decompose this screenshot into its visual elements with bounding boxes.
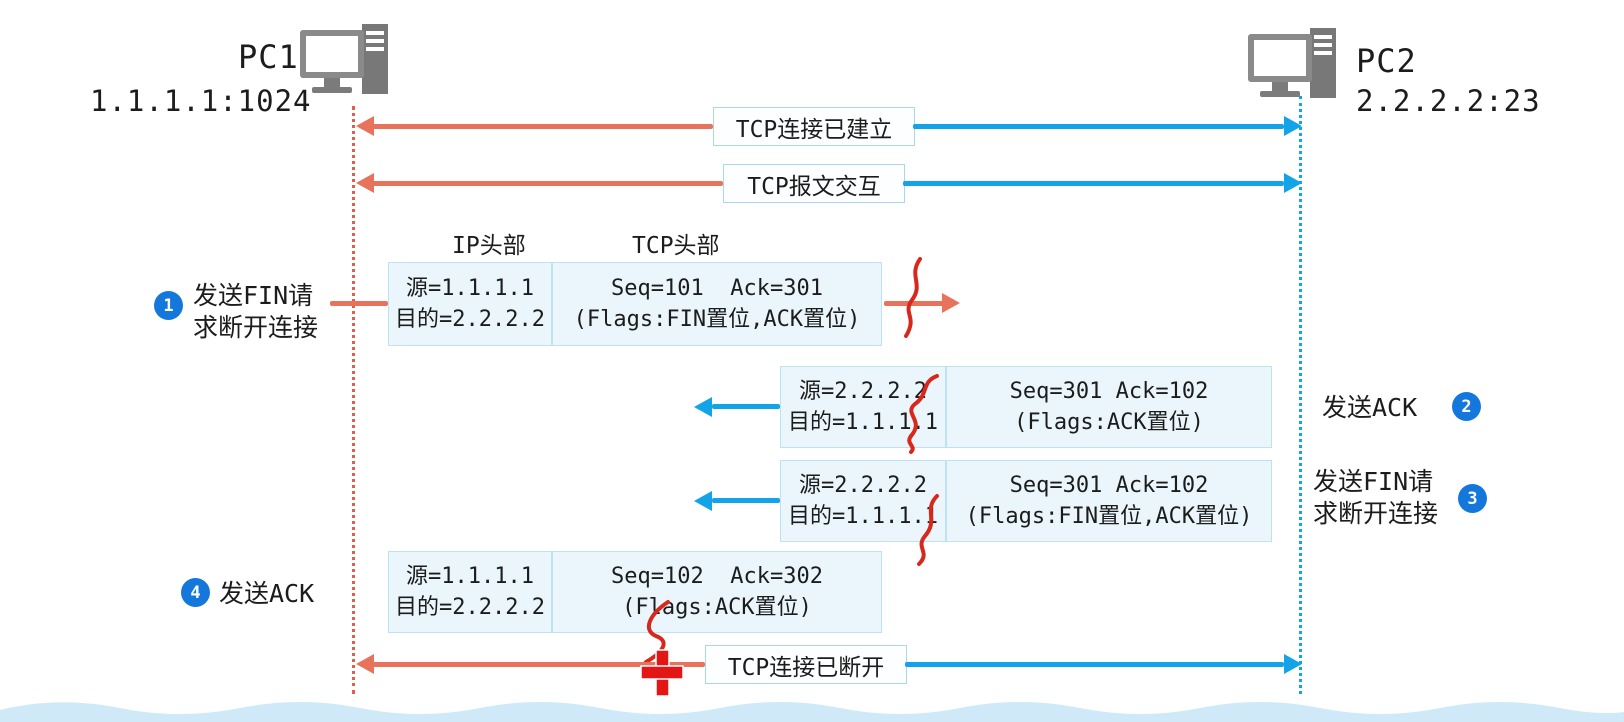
message3-arrowhead bbox=[694, 491, 712, 511]
message3-seq-ack: Seq=301 Ack=102 bbox=[1009, 473, 1209, 498]
established-line-left bbox=[372, 124, 713, 129]
message2-seq-ack: Seq=301 Ack=102 bbox=[1009, 379, 1209, 404]
message1-arrow-line bbox=[884, 301, 944, 306]
closed-label-box: TCP连接已断开 bbox=[705, 645, 907, 684]
pc1-address: 1.1.1.1:1024 bbox=[90, 84, 312, 118]
message1-arrowhead bbox=[942, 293, 960, 313]
bottom-wave-decoration bbox=[0, 702, 1624, 722]
message1-caption-line2: 求断开连接 bbox=[193, 313, 319, 342]
handwritten-check-mark-3 bbox=[917, 494, 939, 566]
message3-flags: (Flags:FIN置位,ACK置位) bbox=[965, 504, 1253, 529]
pc2-address: 2.2.2.2:23 bbox=[1356, 84, 1541, 118]
pc1-name: PC1 bbox=[238, 38, 299, 76]
exchange-arrowhead-left bbox=[356, 173, 374, 193]
closed-arrowhead-right bbox=[1284, 654, 1302, 674]
message1-src: 源=1.1.1.1 bbox=[406, 276, 534, 301]
message1-tail-line bbox=[330, 301, 388, 306]
message2-arrowhead bbox=[694, 397, 712, 417]
message4-src: 源=1.1.1.1 bbox=[406, 564, 534, 589]
established-line-right bbox=[913, 124, 1284, 129]
established-label: TCP连接已建立 bbox=[735, 116, 893, 143]
closed-line-left bbox=[372, 662, 705, 667]
exchange-label-box: TCP报文交互 bbox=[723, 164, 905, 203]
pc2-lifeline bbox=[1299, 96, 1302, 694]
exchange-label: TCP报文交互 bbox=[747, 173, 881, 200]
message3-caption: 发送FIN请 求断开连接 bbox=[1313, 466, 1438, 530]
message1-dst: 目的=2.2.2.2 bbox=[395, 307, 545, 332]
exchange-line-right bbox=[903, 181, 1284, 186]
message4-dst: 目的=2.2.2.2 bbox=[395, 595, 545, 620]
step-badge-2: 2 bbox=[1452, 392, 1481, 421]
handwritten-check-mark-1 bbox=[904, 257, 922, 338]
message3-arrow-line bbox=[712, 498, 780, 503]
exchange-arrowhead-right bbox=[1284, 173, 1302, 193]
message1-caption-line1: 发送FIN请 bbox=[193, 281, 314, 310]
step-badge-4: 4 bbox=[181, 578, 210, 607]
message2-tcp-header-box: Seq=301 Ack=102 (Flags:ACK置位) bbox=[946, 366, 1272, 448]
message1-caption: 发送FIN请 求断开连接 bbox=[193, 280, 318, 344]
closed-arrowhead-left bbox=[356, 654, 374, 674]
message1-seq-ack: Seq=101 Ack=301 bbox=[611, 276, 823, 301]
message4-tcp-header-box: Seq=102 Ack=302 (Flags:ACK置位) bbox=[552, 551, 882, 633]
pc2-computer-icon bbox=[1248, 28, 1336, 98]
handwritten-check-mark-2 bbox=[907, 374, 939, 454]
pc1-lifeline bbox=[352, 106, 355, 694]
established-label-box: TCP连接已建立 bbox=[713, 107, 915, 146]
message4-caption: 发送ACK bbox=[219, 579, 315, 608]
ip-header-label: IP头部 bbox=[452, 233, 526, 259]
pc2-name: PC2 bbox=[1356, 42, 1417, 80]
exchange-line-left bbox=[372, 181, 723, 186]
message2-src: 源=2.2.2.2 bbox=[799, 379, 927, 404]
message2-flags: (Flags:ACK置位) bbox=[1014, 410, 1204, 435]
message2-arrow-line bbox=[712, 404, 780, 409]
message4-seq-ack: Seq=102 Ack=302 bbox=[611, 564, 823, 589]
message3-dst: 目的=1.1.1.1 bbox=[788, 504, 938, 529]
tcp-header-label: TCP头部 bbox=[632, 233, 720, 259]
step-badge-3: 3 bbox=[1458, 484, 1487, 513]
message1-ip-header-box: 源=1.1.1.1 目的=2.2.2.2 bbox=[388, 262, 552, 346]
message3-ip-header-box: 源=2.2.2.2 目的=1.1.1.1 bbox=[780, 460, 946, 542]
message3-src: 源=2.2.2.2 bbox=[799, 473, 927, 498]
established-arrowhead-left bbox=[356, 116, 374, 136]
established-arrowhead-right bbox=[1284, 116, 1302, 136]
message4-ip-header-box: 源=1.1.1.1 目的=2.2.2.2 bbox=[388, 551, 552, 633]
message3-caption-line2: 求断开连接 bbox=[1313, 499, 1439, 528]
message1-tcp-header-box: Seq=101 Ack=301 (Flags:FIN置位,ACK置位) bbox=[552, 262, 882, 346]
message2-caption: 发送ACK bbox=[1322, 393, 1418, 422]
message3-tcp-header-box: Seq=301 Ack=102 (Flags:FIN置位,ACK置位) bbox=[946, 460, 1272, 542]
message1-flags: (Flags:FIN置位,ACK置位) bbox=[573, 307, 861, 332]
red-cross-icon bbox=[640, 649, 684, 697]
closed-line-right bbox=[905, 662, 1284, 667]
step-badge-1: 1 bbox=[154, 291, 183, 320]
message3-caption-line1: 发送FIN请 bbox=[1313, 467, 1434, 496]
pc1-computer-icon bbox=[300, 24, 388, 94]
closed-label: TCP连接已断开 bbox=[727, 654, 885, 681]
